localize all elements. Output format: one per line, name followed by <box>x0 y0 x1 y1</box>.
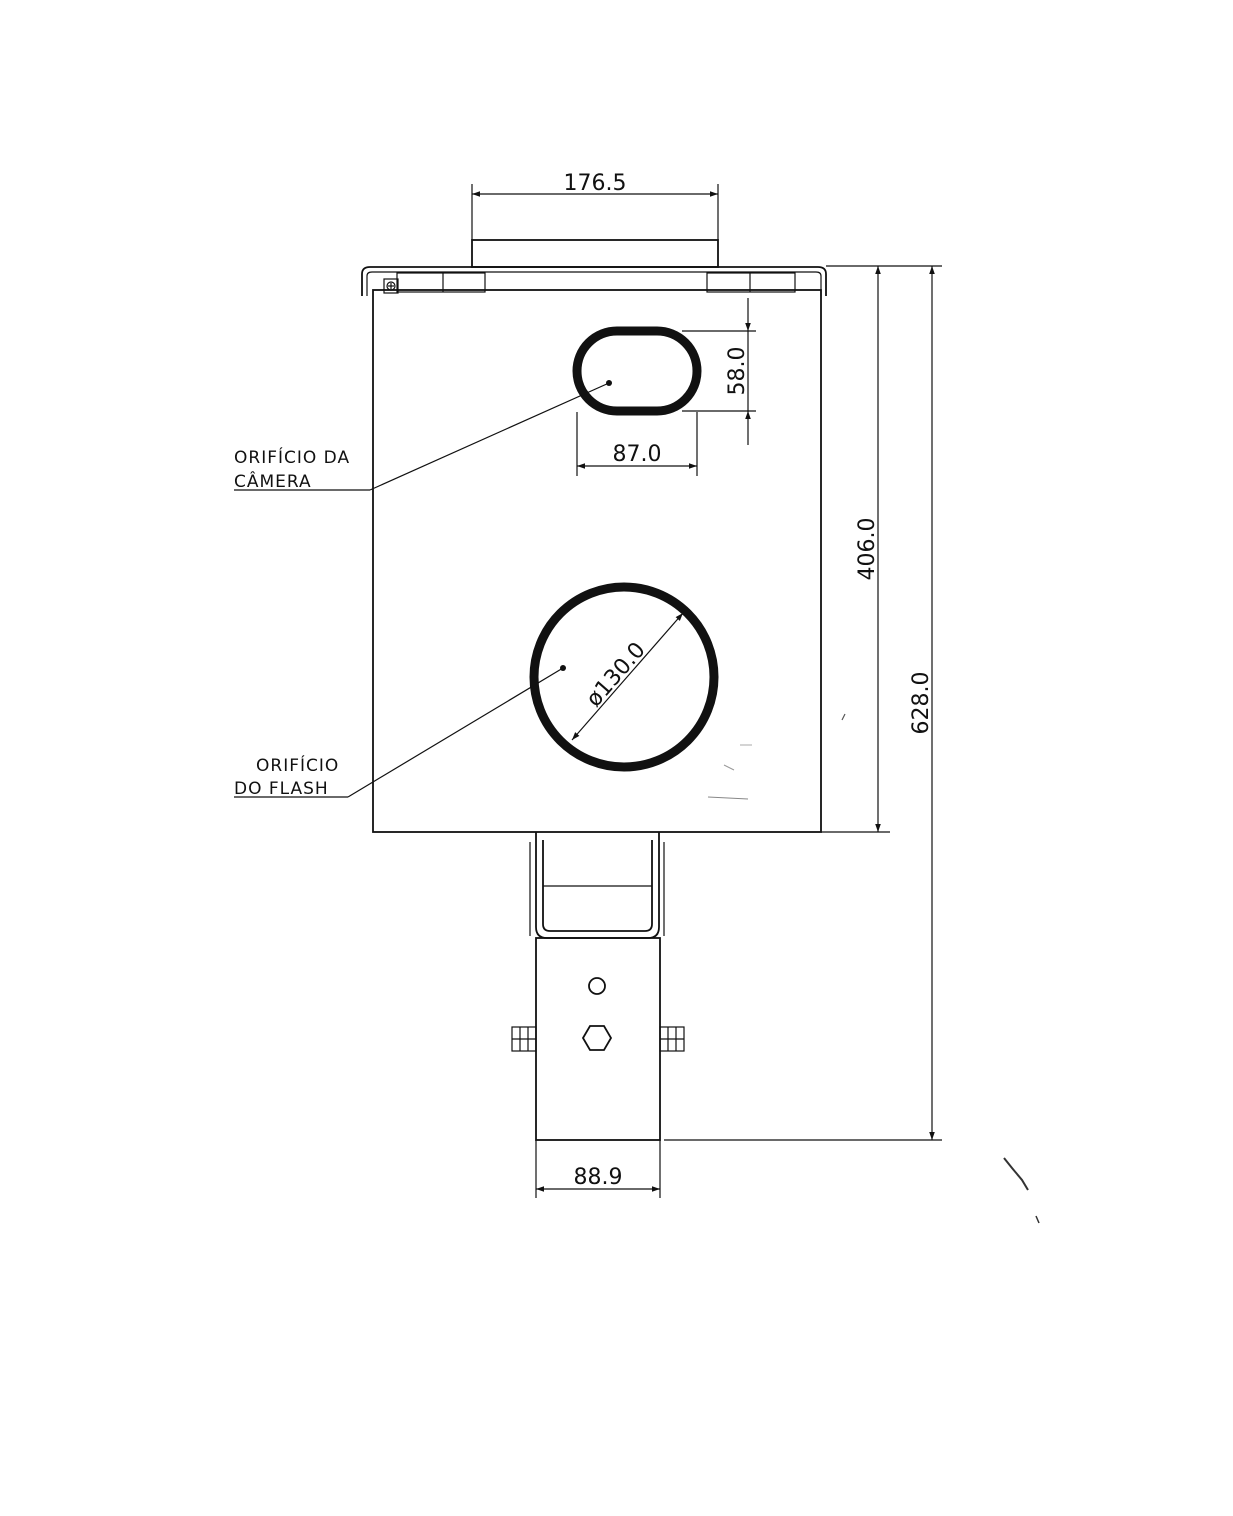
camera-hole <box>572 326 702 416</box>
camera-label-line1: ORIFÍCIO DA <box>234 446 350 468</box>
dimension-camera-width <box>576 412 698 476</box>
camera-label-leader <box>234 382 610 491</box>
flash-diameter-line <box>571 612 684 741</box>
nut-left-icon <box>511 1026 537 1052</box>
dimension-total-height-value: 628.0 <box>909 672 934 735</box>
pole-clamp <box>535 937 661 1141</box>
top-plate <box>471 239 719 268</box>
dimension-top-width <box>471 184 719 240</box>
hinge-right <box>706 272 796 293</box>
scan-marks <box>707 713 1040 1224</box>
dimension-mount-width <box>535 1140 661 1198</box>
dimension-mount-width-value: 88.9 <box>574 1165 623 1190</box>
hex-bolt-icon <box>581 1025 613 1051</box>
flash-label-line2: DO FLASH <box>234 779 329 799</box>
mount-bracket-outer <box>535 832 660 939</box>
dimension-camera-height <box>682 298 756 445</box>
clamp-hole <box>588 977 606 995</box>
flash-hole <box>529 582 719 772</box>
dimension-box-height-value: 406.0 <box>855 518 880 581</box>
dimension-box-height <box>821 265 890 833</box>
lid-rim-inner <box>366 271 822 296</box>
nut-right-icon <box>659 1026 685 1052</box>
dimension-top-width-value: 176.5 <box>564 171 627 196</box>
mount-bracket-inner <box>542 840 653 932</box>
dimension-total-height <box>664 265 942 1141</box>
flash-label-line1: ORIFÍCIO <box>256 754 339 776</box>
dimension-camera-height-value: 58.0 <box>725 347 750 396</box>
lid-rim <box>361 266 827 296</box>
camera-label-line2: CÂMERA <box>234 470 312 492</box>
hinge-left <box>396 272 486 293</box>
dimension-camera-width-value: 87.0 <box>613 442 662 467</box>
main-box <box>372 289 822 833</box>
flash-diameter-value: ø130.0 <box>582 638 651 712</box>
flash-label-leader <box>234 667 564 798</box>
